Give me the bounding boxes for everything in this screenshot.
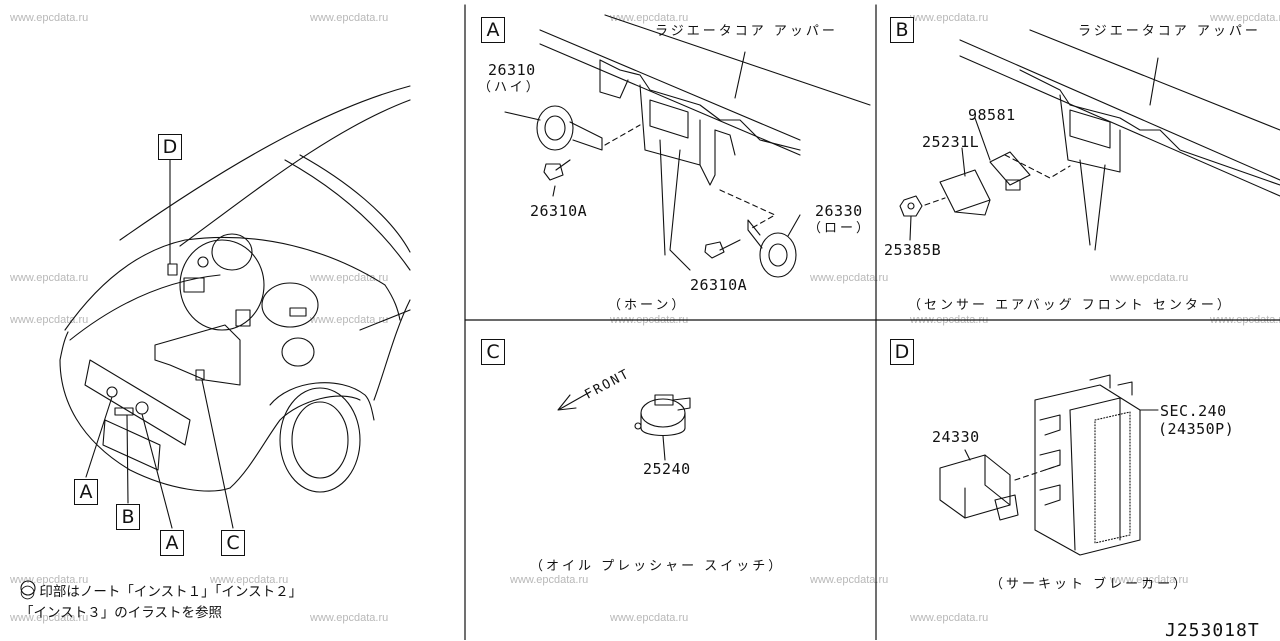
watermark: www.epcdata.ru	[10, 574, 89, 586]
watermark: www.epcdata.ru	[310, 314, 389, 326]
panel-grid	[464, 4, 1280, 640]
callout-b: B	[116, 504, 140, 530]
callout-a: A	[160, 530, 184, 556]
panel-d-tag: D	[890, 339, 914, 365]
callout-a: A	[74, 479, 98, 505]
watermark: www.epcdata.ru	[10, 612, 89, 624]
watermark: www.epcdata.ru	[610, 12, 689, 24]
panel-a-caption: （ホーン）	[608, 298, 688, 313]
note-line-2: 「インスト３」のイラストを参照	[20, 605, 222, 621]
part-26310a-low: 26310A	[690, 276, 748, 294]
watermark: www.epcdata.ru	[1210, 12, 1280, 24]
watermark: www.epcdata.ru	[1110, 272, 1189, 284]
watermark: www.epcdata.ru	[910, 12, 989, 24]
watermark: www.epcdata.ru	[10, 12, 89, 24]
panel-b-art	[899, 29, 1280, 251]
panel-b-title: ラジエータコア アッパー	[1078, 24, 1261, 39]
sec-part: (24350P)	[1158, 420, 1235, 438]
callout-d: D	[158, 134, 182, 160]
watermark: www.epcdata.ru	[10, 314, 89, 326]
part-25385b: 25385B	[884, 241, 942, 259]
part-26310a-high: 26310A	[530, 202, 588, 220]
watermark: www.epcdata.ru	[810, 272, 889, 284]
part-24330: 24330	[932, 428, 980, 446]
panel-b-tag: B	[890, 17, 914, 43]
watermark: www.epcdata.ru	[910, 612, 989, 624]
part-26330-desc: （ロー）	[808, 221, 873, 236]
sec-ref: SEC.240	[1160, 402, 1227, 420]
panel-c-caption: （オイル プレッシャー スイッチ）	[530, 559, 785, 574]
panel-d-art	[939, 374, 1159, 556]
watermark: www.epcdata.ru	[210, 574, 289, 586]
callout-c: C	[221, 530, 245, 556]
panel-c-art	[557, 391, 691, 461]
watermark: www.epcdata.ru	[1110, 574, 1189, 586]
panel-c-tag: C	[481, 339, 505, 365]
watermark: www.epcdata.ru	[310, 12, 389, 24]
panel-a-title: ラジエータコア アッパー	[655, 24, 838, 39]
watermark: www.epcdata.ru	[510, 574, 589, 586]
panel-a-art	[504, 14, 871, 278]
note-line-1: ◯ 印部はノート「インスト１」「インスト２」	[20, 584, 303, 600]
watermark: www.epcdata.ru	[610, 612, 689, 624]
note-circle	[20, 580, 36, 596]
part-26310-desc: （ハイ）	[478, 80, 542, 95]
watermark: www.epcdata.ru	[10, 272, 89, 284]
part-26330: 26330	[815, 202, 863, 220]
part-25240: 25240	[643, 460, 691, 478]
drawing-ref: J253018T	[1165, 620, 1260, 641]
vehicle-overview	[59, 85, 411, 529]
watermark: www.epcdata.ru	[810, 574, 889, 586]
panel-d-caption: （サーキット ブレーカー）	[990, 577, 1190, 592]
part-98581: 98581	[968, 106, 1016, 124]
part-25231l: 25231L	[922, 133, 980, 151]
panel-b-caption: （センサー エアバッグ フロント センター）	[908, 298, 1233, 313]
watermark: www.epcdata.ru	[310, 612, 389, 624]
part-26310: 26310	[488, 61, 536, 79]
panel-a-tag: A	[481, 17, 505, 43]
